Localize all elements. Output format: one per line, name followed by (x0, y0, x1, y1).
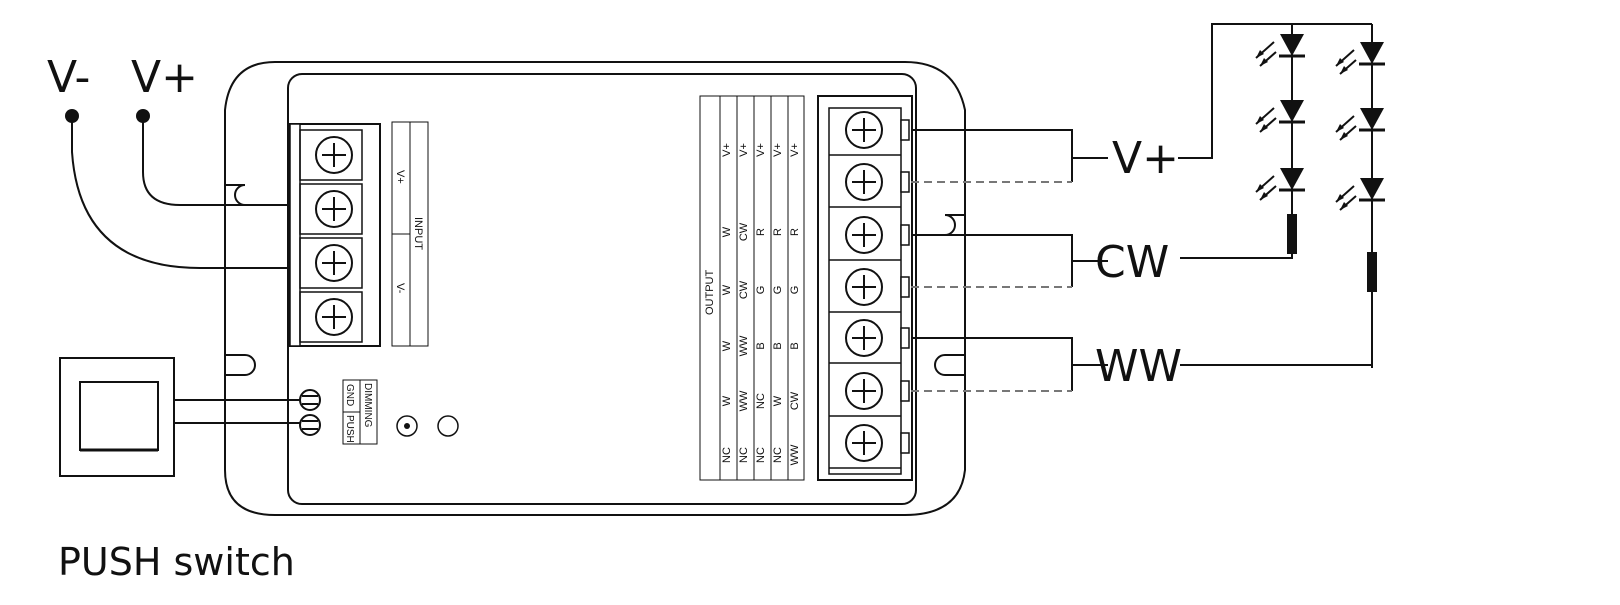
output-table-cell: V+ (772, 143, 784, 157)
output-table-cell: NC (755, 447, 767, 463)
output-table-cell: NC (755, 393, 767, 409)
mounting-slot-right-top (944, 214, 965, 236)
mounting-slot-left-bottom (225, 354, 256, 376)
output-table-cell: WW (738, 390, 750, 411)
push-push-label: PUSH (344, 415, 355, 443)
push-switch-button (79, 381, 159, 451)
input-terminal-block (289, 123, 381, 347)
output-table-cell: V+ (789, 143, 801, 157)
output-table-cell: B (772, 342, 784, 349)
led-icon (1255, 168, 1305, 201)
output-table-cell: G (789, 286, 801, 295)
output-table-cell: WW (789, 444, 801, 465)
output-screw-3 (829, 216, 910, 261)
controller-inner-panel (287, 73, 917, 505)
output-table-cell: R (772, 228, 784, 236)
button-indicator (437, 415, 459, 437)
push-switch-frame (59, 357, 175, 477)
input-positive-label: V+ (394, 170, 406, 184)
output-table-cell: CW (738, 280, 750, 299)
push-gnd-label: GND (344, 384, 355, 406)
output-screw-7 (829, 424, 910, 469)
output-table-cell: R (789, 228, 801, 236)
output-table-cell: W (721, 284, 733, 295)
output-screw-2 (829, 163, 910, 208)
input-screw-3 (299, 237, 363, 289)
output-table-title: OUTPUT (704, 270, 716, 316)
output-ww-label: WW (1095, 341, 1182, 392)
input-screw-1 (299, 129, 363, 181)
wire-supply-negative (71, 116, 290, 269)
output-screw-1 (829, 111, 910, 156)
output-table-cell: B (789, 342, 801, 349)
output-table-cell: W (721, 395, 733, 406)
output-screw-4 (829, 268, 910, 313)
push-terminal-1 (299, 389, 321, 411)
wire-supply-positive (142, 116, 290, 206)
input-screw-2 (299, 183, 363, 235)
output-table-cell: G (755, 286, 767, 295)
output-table-cell: B (755, 342, 767, 349)
led-icon (1255, 100, 1305, 133)
output-screw-5 (829, 319, 910, 364)
led-icon (1335, 42, 1385, 75)
output-table-cell: W (772, 395, 784, 406)
output-table-cell: V+ (755, 143, 767, 157)
output-table-cell: W (721, 226, 733, 237)
resistor-ww (1367, 252, 1377, 292)
output-table-cell: W (721, 340, 733, 351)
output-table-cell: NC (772, 447, 784, 463)
output-table-cell: NC (721, 447, 733, 463)
output-cw-label: CW (1095, 237, 1169, 288)
push-terminal-2 (299, 414, 321, 436)
output-wires (911, 129, 1108, 392)
push-dimming-label: DIMMING (362, 383, 373, 428)
led-icon (1335, 178, 1385, 211)
mounting-slot-left-top (225, 184, 246, 206)
output-table-cell: CW (789, 391, 801, 410)
mounting-slot-right-bottom (934, 354, 965, 376)
output-screw-6 (829, 372, 910, 417)
output-table-cell: G (772, 286, 784, 295)
input-negative-label: V- (394, 283, 406, 294)
output-table-cell: NC (738, 447, 750, 463)
led-icon (1335, 108, 1385, 141)
output-table-cell: V+ (721, 143, 733, 157)
controller-housing (224, 61, 966, 516)
push-switch-caption: PUSH switch (58, 540, 295, 584)
output-table: OUTPUT (699, 95, 805, 481)
input-screw-4 (299, 291, 363, 343)
led-icon (1255, 34, 1305, 67)
output-table-cell: WW (738, 335, 750, 356)
output-table-cell: R (755, 228, 767, 236)
resistor-cw (1287, 214, 1297, 254)
output-vplus-label: V+ (1112, 133, 1179, 184)
output-table-cell: CW (738, 222, 750, 241)
supply-negative-label: V- (47, 52, 90, 103)
supply-positive-label: V+ (131, 52, 198, 103)
led-indicator (396, 415, 418, 437)
input-title: INPUT (412, 217, 424, 250)
output-table-cell: V+ (738, 143, 750, 157)
